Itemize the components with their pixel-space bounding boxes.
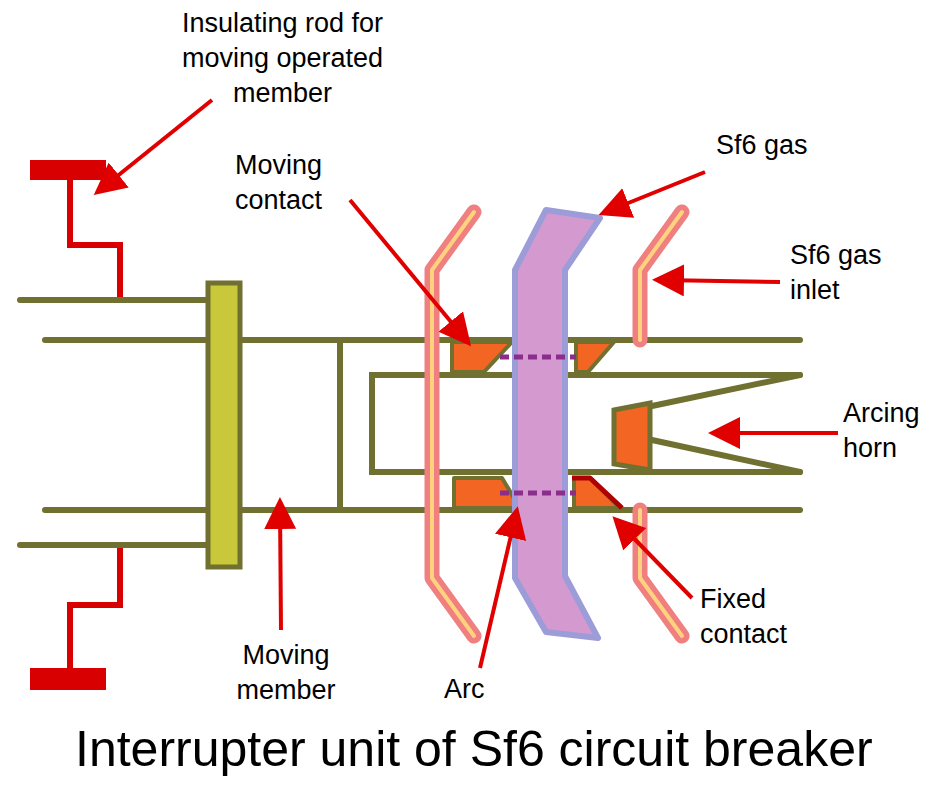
caption-text: Interrupter unit of Sf6 circuit breaker [75,722,873,777]
fixed-contact-label: Fixed contact [700,582,815,652]
gas-inlet-label: Sf6 gas inlet [790,238,910,308]
moving-contact-label: Moving contact [235,148,370,218]
gas-label: Sf6 gas [716,128,856,163]
rod-label: Insulating rod for moving operated membe… [150,6,415,111]
arcing-horn-tip [614,403,650,470]
leader-arrows [100,100,838,668]
arc-dashes [500,357,576,493]
arc-label: Arc [444,672,514,707]
insulating-rod [30,160,120,690]
arcing-horn-label: Arcing horn [843,396,941,466]
moving-member-label: Moving member [222,638,350,708]
operating-plate [208,283,240,567]
sf6-gas-band [515,210,600,638]
breaker-body [20,300,800,545]
